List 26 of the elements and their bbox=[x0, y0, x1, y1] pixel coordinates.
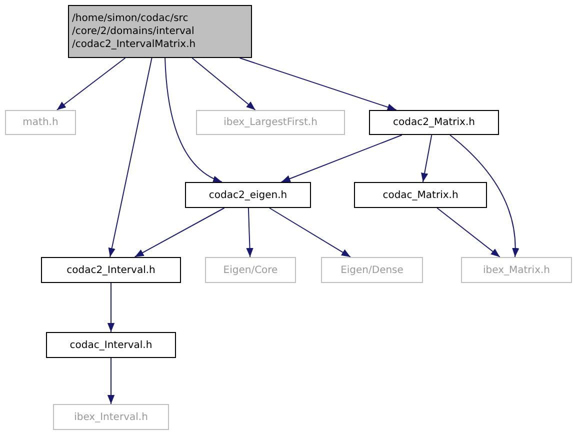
file-box: codac2_eigen.h bbox=[185, 182, 311, 208]
arrow bbox=[421, 134, 432, 182]
file-box: math.h bbox=[5, 110, 76, 135]
arrow bbox=[107, 358, 115, 404]
file-box: codac_Interval.h bbox=[46, 332, 176, 358]
arrow bbox=[269, 208, 351, 258]
file-box: ibex_LargestFirst.h bbox=[196, 110, 345, 135]
arrow bbox=[246, 208, 254, 258]
arrow bbox=[108, 56, 152, 258]
arrow bbox=[450, 134, 519, 258]
file-box: ibex_Interval.h bbox=[53, 404, 169, 430]
file-box: /home/simon/codac/src /core/2/domains/interval /codac2_IntervalMatrix.h bbox=[68, 5, 252, 58]
arrow bbox=[56, 58, 126, 110]
arrow bbox=[192, 58, 256, 110]
arrow bbox=[239, 58, 397, 111]
arrow bbox=[436, 208, 500, 258]
file-box: codac2_Interval.h bbox=[41, 257, 181, 283]
file-box: codac2_Matrix.h bbox=[369, 110, 499, 135]
arrow bbox=[107, 282, 115, 332]
arrow bbox=[134, 208, 225, 258]
file-box: Eigen/Core bbox=[205, 257, 296, 283]
arrow bbox=[164, 56, 222, 182]
arrow bbox=[280, 134, 402, 182]
file-box: Eigen/Dense bbox=[321, 257, 423, 283]
file-box: ibex_Matrix.h bbox=[461, 257, 572, 283]
file-box: codac_Matrix.h bbox=[354, 182, 487, 208]
